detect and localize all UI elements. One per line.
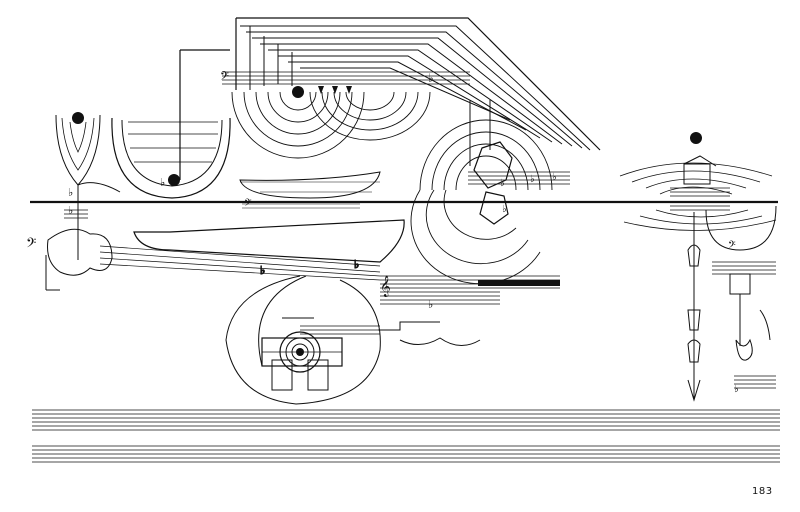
flat-sign: ♭ [260,264,265,277]
empty-staff-system-upper [32,409,780,431]
note-dot [690,132,702,144]
right-center-staff: ♭ ♭ ♭ ♭ [468,100,570,215]
note-dot [72,112,84,124]
thick-bar [478,280,560,286]
top-beam-fan [235,17,601,151]
flat-sign: ♭ [530,174,535,185]
lower-bubble [225,275,481,405]
flat-sign: ♭ [160,176,165,189]
note-dot [292,86,304,98]
flat-sign: ♭ [354,258,359,271]
bass-clef-horizon: 𝄢 [242,197,360,211]
concentric-arcs-top [231,91,431,159]
bass-clef-right: 𝄢 [728,239,736,253]
note-dot [168,174,180,186]
flat-sign: ♭ [500,178,505,189]
machine-core [261,331,343,391]
bass-clef-left: 𝄢 [26,235,36,254]
flat-sign: ♭ [734,384,739,395]
flat-sign: ♭ [502,204,507,215]
page-number: 183 [752,486,773,497]
right-figure: 𝄢 ♭ [619,132,777,402]
boat-shape-upper [239,171,381,199]
top-staff: 𝄢 ♭ [220,70,470,98]
empty-staff-system-lower [32,445,780,463]
long-blade: ♭ ♭ [99,219,405,281]
flat-sign: ♭ [68,186,73,199]
left-vessel [55,112,121,260]
center-left-bowl: ♭ [111,49,231,199]
lower-center-staff: 𝄞 ♭ [380,275,560,311]
flat-sign: ♭ [552,172,557,183]
treble-clef: 𝄞 [380,276,391,297]
flat-sign: ♭ [428,71,434,85]
flat-sign: ♭ [428,298,433,311]
flat-sign: ♭ [68,204,73,217]
left-lower-lobe: 𝄢 ♭ ♭ [26,186,113,291]
bass-clef-top: 𝄢 [220,70,229,86]
